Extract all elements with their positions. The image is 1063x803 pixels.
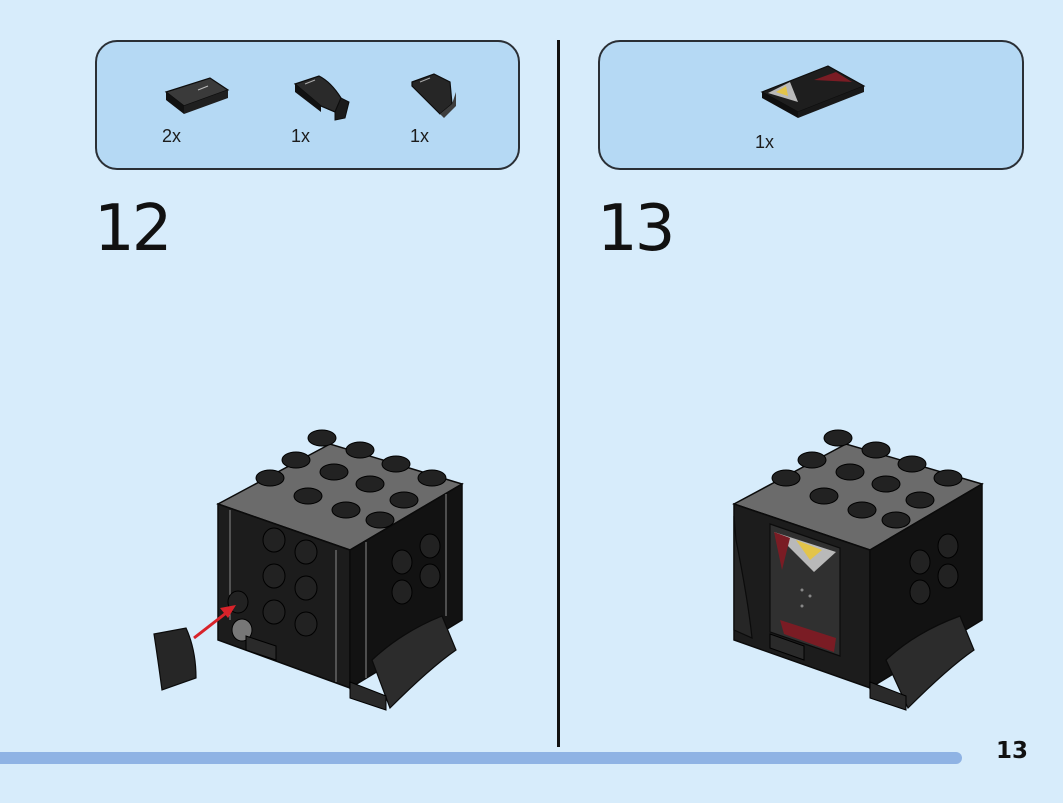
step-13-model-illustration bbox=[732, 429, 984, 711]
part-flat-tile: 2x bbox=[162, 42, 282, 170]
part-quantity: 1x bbox=[755, 132, 775, 152]
curved-slope-left-icon bbox=[293, 75, 350, 121]
part-curved-slope-left: 1x bbox=[291, 42, 411, 170]
progress-bar bbox=[0, 752, 962, 764]
step-12-model-illustration bbox=[153, 429, 464, 711]
step-number: 13 bbox=[597, 192, 675, 266]
step-12-panel: 2x 1x 1x 12 bbox=[94, 40, 520, 711]
step-13-panel: 1x 13 bbox=[560, 0, 1063, 803]
part-quantity: 2x bbox=[162, 126, 182, 146]
part-curved-slope-right: 1x bbox=[410, 42, 530, 170]
parts-callout-step-13: 1x bbox=[598, 40, 1024, 170]
printed-tile-icon bbox=[760, 65, 866, 118]
progress-fill bbox=[0, 752, 871, 764]
part-quantity: 1x bbox=[410, 126, 430, 146]
part-printed-tile: 1x bbox=[755, 42, 878, 170]
part-quantity: 1x bbox=[291, 126, 311, 146]
step-number: 12 bbox=[94, 192, 172, 266]
page-number: 13 bbox=[996, 738, 1029, 764]
step-divider bbox=[557, 40, 560, 747]
parts-callout-step-12: 2x 1x 1x bbox=[95, 40, 520, 170]
curved-slope-right-icon bbox=[411, 73, 456, 118]
flat-tile-icon bbox=[164, 77, 230, 114]
